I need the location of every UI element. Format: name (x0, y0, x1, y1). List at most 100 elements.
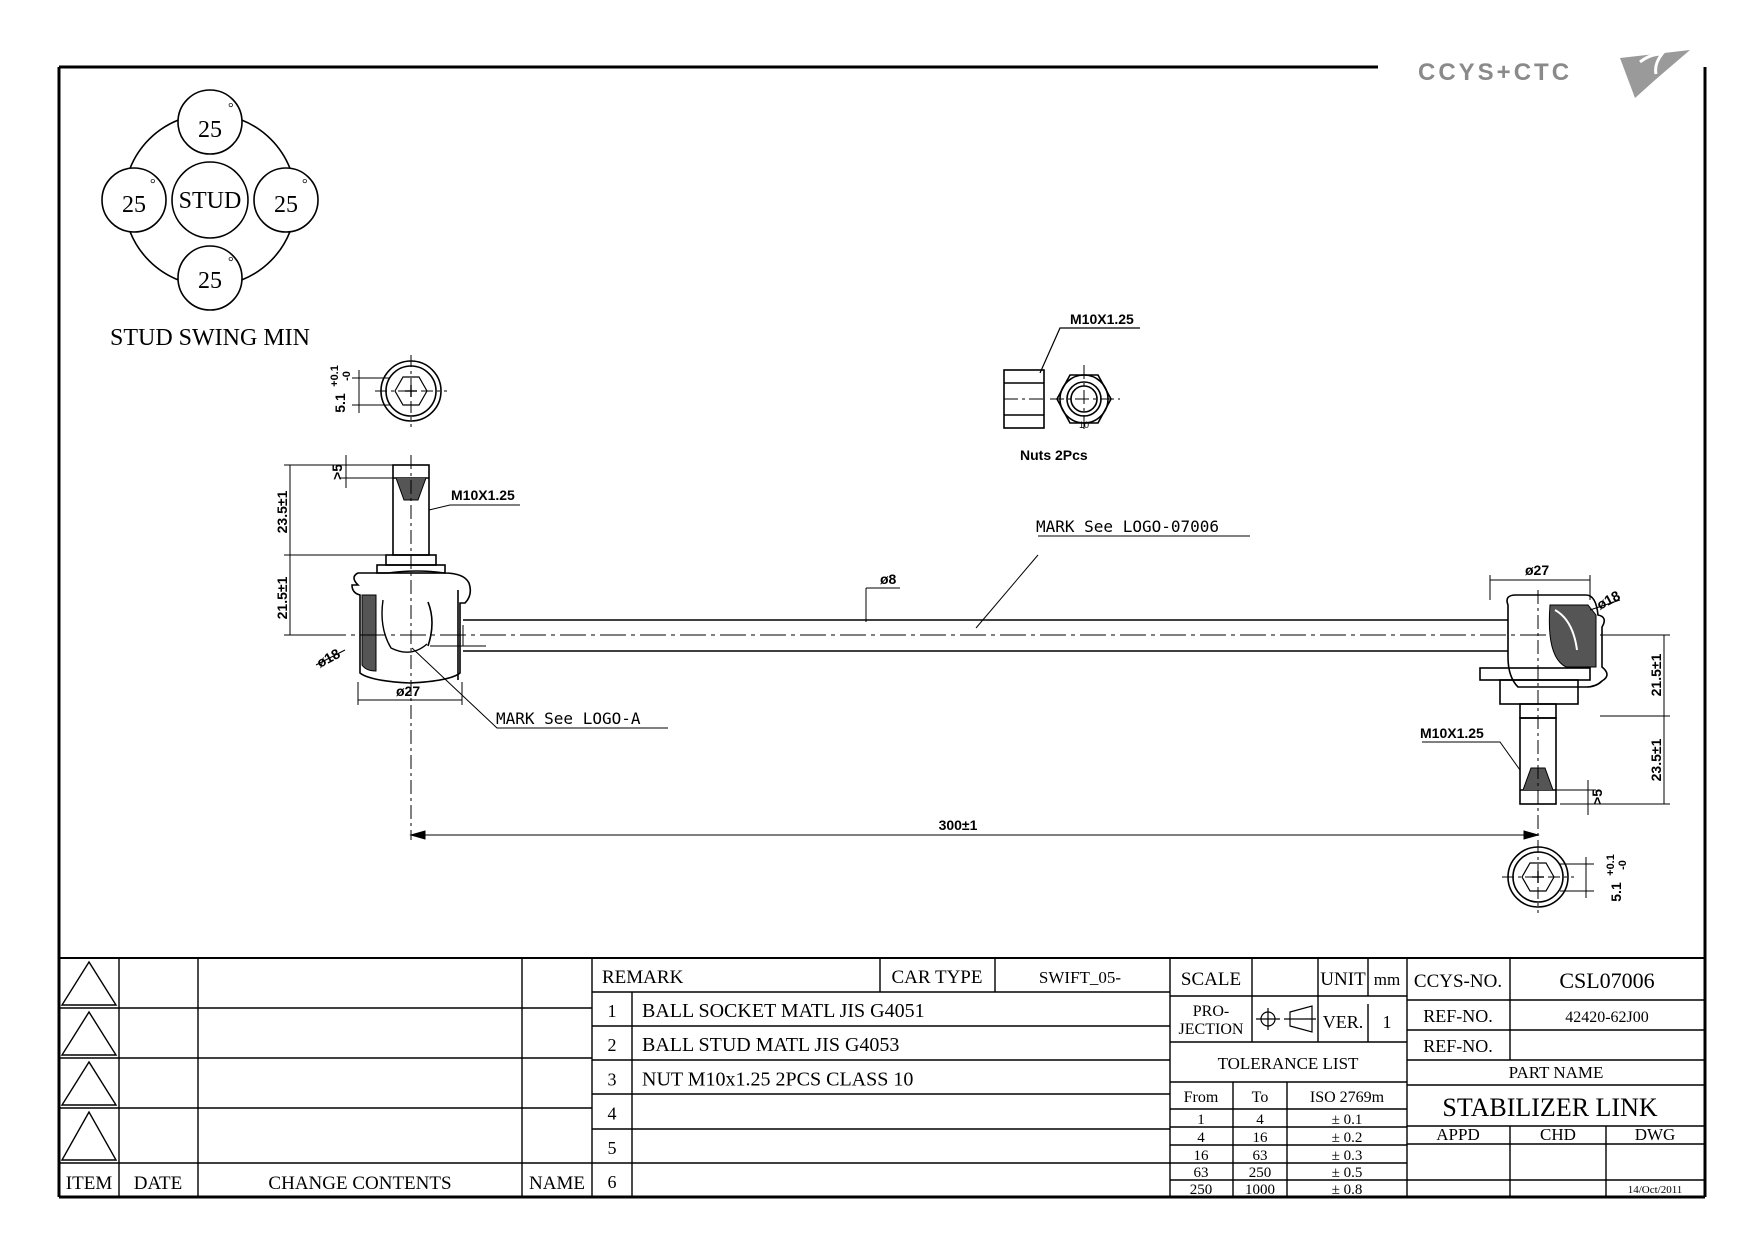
ver-label: VER. (1323, 1012, 1364, 1032)
remark-row-text: NUT M10x1.25 2PCS CLASS 10 (642, 1068, 913, 1090)
ref-no-label-1: REF-NO. (1423, 1006, 1493, 1026)
scale-label: SCALE (1181, 969, 1241, 990)
tolerance-cell: 63 (1253, 1148, 1268, 1164)
swing-top-value: 25 (198, 117, 222, 143)
projection-label-1: PRO- (1193, 1003, 1229, 1020)
tolerance-from-header: From (1184, 1089, 1219, 1106)
stud-swing-label: STUD SWING MIN (110, 325, 310, 351)
stud-swing-diagram: STUD 25 25 25 25 ° ° ° ° STUD SWING MIN (101, 89, 319, 351)
remark-row-number: 3 (608, 1069, 617, 1089)
tolerance-cell: 1000 (1245, 1182, 1275, 1198)
remark-row-number: 5 (608, 1138, 617, 1158)
left-socket-height: 21.5±1 (274, 576, 290, 619)
tolerance-list: TOLERANCE LIST From To ISO 2769m 1 4 ± 0.1… (1184, 1054, 1385, 1198)
right-stud-length: 23.5±1 (1648, 738, 1664, 781)
stud-center-label: STUD (179, 188, 242, 214)
projection-symbol-icon (1256, 1005, 1316, 1033)
left-ball-diameter: ø18 (314, 645, 343, 671)
tolerance-iso-header: ISO 2769m (1310, 1089, 1385, 1106)
tolerance-to-header: To (1252, 1089, 1269, 1106)
remark-row-number: 6 (608, 1172, 617, 1192)
right-ball-diameter: ø18 (1594, 587, 1623, 613)
swing-left-value: 25 (122, 192, 146, 218)
appd-label: APPD (1436, 1125, 1479, 1144)
ccys-no-label: CCYS-NO. (1414, 971, 1502, 992)
deg-top: ° (228, 101, 234, 116)
left-socket-diameter: ø27 (396, 683, 420, 699)
dimension-lines (284, 455, 1670, 840)
remark-row-number: 1 (608, 1001, 617, 1021)
part-name-value: STABILIZER LINK (1442, 1093, 1657, 1122)
dimension-labels: 300±1 ø8 ø27 ø27 ø18 ø18 MARK See LOGO-0… (274, 365, 1664, 902)
left-ball-joint (320, 355, 1650, 840)
item-header: ITEM (66, 1173, 113, 1194)
remarks-table: REMARK CAR TYPE SWIFT_05- 1 BALL SOCKET M… (602, 967, 1121, 1192)
left-hex-size: 5.1 (332, 393, 348, 413)
tolerance-cell: ± 0.3 (1332, 1148, 1363, 1164)
tolerance-cell: ± 0.5 (1332, 1165, 1363, 1181)
right-ball-joint (1479, 590, 1608, 913)
nut-thread-callout: M10X1.25 (1070, 311, 1134, 327)
left-stud-length: 23.5±1 (274, 490, 290, 533)
tolerance-cell: 4 (1256, 1112, 1264, 1128)
logo-text: CCYS+CTC (1418, 59, 1572, 86)
tolerance-cell: ± 0.8 (1332, 1182, 1363, 1198)
right-hex-tol-minus: -0 (1617, 860, 1629, 870)
left-hex-tol-plus: +0.1 (329, 365, 341, 387)
ccys-ctc-logo: CCYS+CTC (1418, 50, 1690, 98)
tolerance-title: TOLERANCE LIST (1218, 1054, 1359, 1073)
car-type-value: SWIFT_05- (1039, 968, 1122, 987)
swing-bottom-value: 25 (198, 268, 222, 294)
car-type-label: CAR TYPE (892, 967, 983, 988)
unit-label: UNIT (1320, 969, 1366, 990)
drawing-date: 14/Oct/2011 (1628, 1184, 1683, 1196)
tolerance-cell: 1 (1197, 1112, 1205, 1128)
unit-value: mm (1374, 970, 1400, 989)
tolerance-cell: 250 (1190, 1182, 1213, 1198)
nut-size-mark: 10 (1079, 420, 1089, 430)
right-socket-diameter: ø27 (1525, 562, 1549, 578)
right-hex-size: 5.1 (1608, 882, 1624, 902)
mark-logo-a-callout: MARK See LOGO-A (496, 709, 641, 728)
deg-right: ° (302, 177, 308, 192)
title-block-grid (59, 957, 1705, 1197)
deg-left: ° (150, 177, 156, 192)
remark-row-text: BALL SOCKET MATL JIS G4051 (642, 1000, 925, 1022)
left-thread-depth: >5 (329, 464, 345, 480)
remark-row-number: 4 (608, 1104, 617, 1124)
ccys-no-value: CSL07006 (1559, 968, 1654, 993)
tolerance-cell: 16 (1253, 1130, 1269, 1146)
remark-row-number: 2 (608, 1035, 617, 1055)
right-thread-depth: >5 (1589, 789, 1605, 805)
remark-row-text: BALL STUD MATL JIS G4053 (642, 1034, 899, 1056)
tolerance-cell: ± 0.2 (1332, 1130, 1363, 1146)
scale-projection: SCALE UNIT mm PRO- JECTION VER. 1 (1179, 969, 1401, 1038)
nut-detail: M10X1.25 10 Nuts 2Pcs (1003, 311, 1140, 463)
nuts-quantity-label: Nuts 2Pcs (1020, 447, 1088, 463)
projection-label-2: JECTION (1179, 1021, 1244, 1038)
ref-no-label-2: REF-NO. (1423, 1036, 1493, 1056)
drawing-frame (57, 65, 1707, 1199)
chd-label: CHD (1540, 1125, 1576, 1144)
change-contents-header: CHANGE CONTENTS (268, 1173, 451, 1194)
mark-logo-07006-callout: MARK See LOGO-07006 (1036, 517, 1219, 536)
left-hex-tol-minus: -0 (341, 371, 353, 381)
part-name-label: PART NAME (1509, 1063, 1604, 1082)
dwg-label: DWG (1635, 1125, 1676, 1144)
right-hex-tol-plus: +0.1 (1605, 854, 1617, 876)
tolerance-cell: 250 (1249, 1165, 1272, 1181)
revision-table: ITEM DATE CHANGE CONTENTS NAME (66, 1173, 585, 1194)
right-thread-callout: M10X1.25 (1420, 725, 1484, 741)
tolerance-cell: 16 (1194, 1148, 1210, 1164)
left-thread-callout: M10X1.25 (451, 487, 515, 503)
ref-no-value-1: 42420-62J00 (1565, 1009, 1649, 1026)
tolerance-cell: 4 (1197, 1130, 1205, 1146)
remark-header: REMARK (602, 967, 684, 988)
swing-right-value: 25 (274, 192, 298, 218)
title-block: CCYS-NO. CSL07006 REF-NO. 42420-62J00 RE… (1414, 968, 1682, 1196)
tolerance-cell: ± 0.1 (1332, 1112, 1363, 1128)
deg-bottom: ° (228, 255, 234, 270)
tolerance-cell: 63 (1194, 1165, 1209, 1181)
rod-diameter-dimension: ø8 (880, 571, 897, 587)
